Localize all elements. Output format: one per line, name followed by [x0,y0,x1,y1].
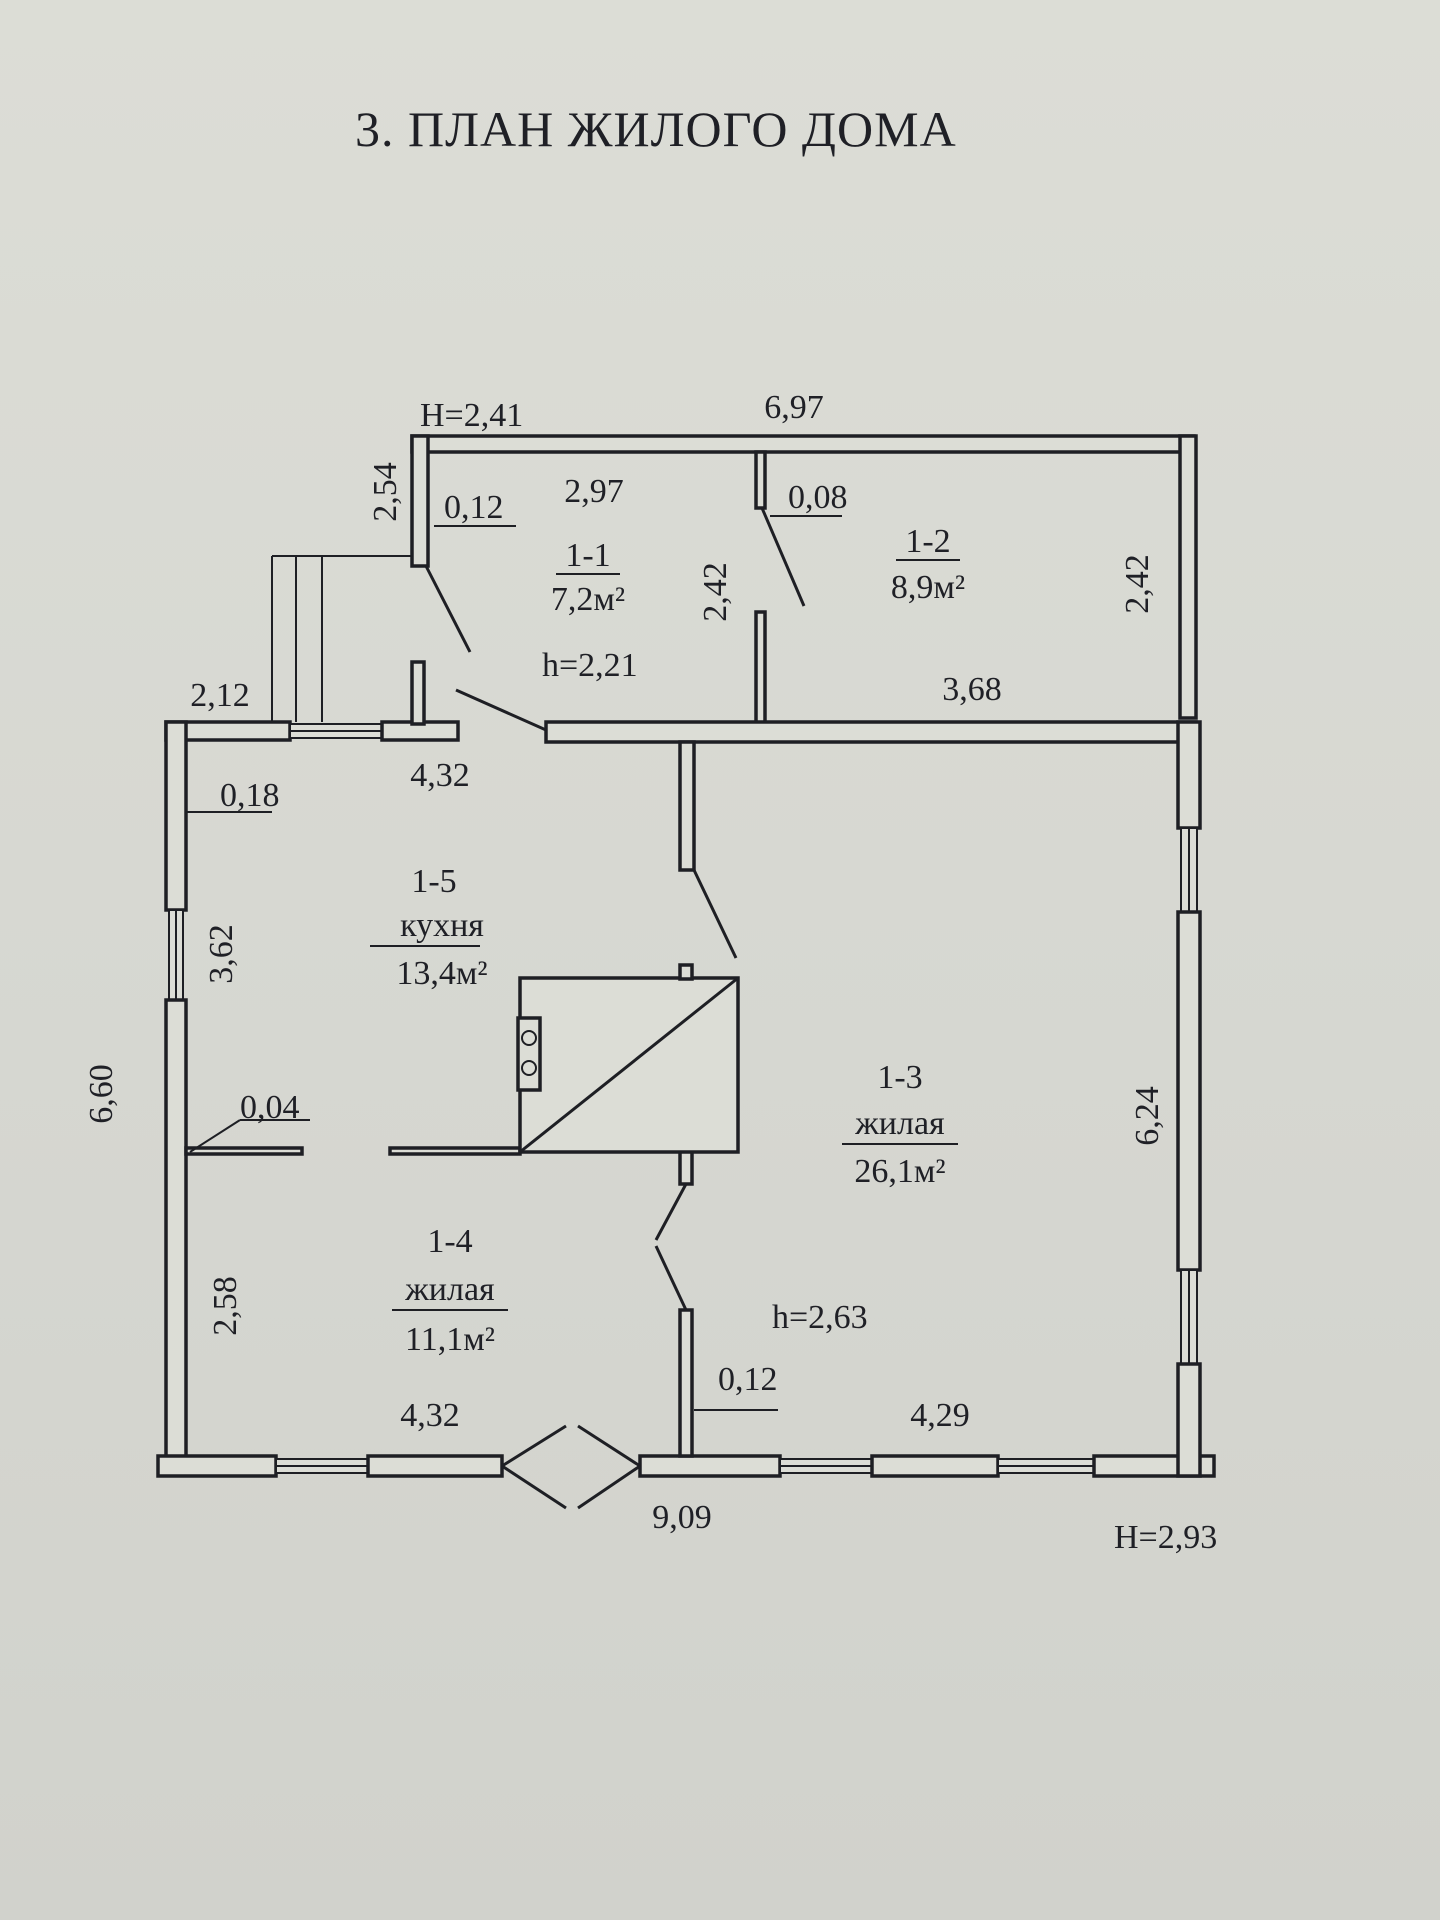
partition-15-13-upper [678,740,696,872]
room-number: 1-4 [427,1223,472,1260]
partition-14-13-mid [678,1148,694,1186]
dim-wall-0-18: 0,18 [220,777,280,814]
room-1-1-label: 1-1 7,2м² [551,537,625,618]
main-bottom-wall-4 [870,1454,1000,1478]
entrance-door-left-bottom [501,1464,567,1510]
ceiling-height-main: h=2,63 [772,1299,868,1336]
door-15-13 [692,869,738,959]
room-area: 8,9м² [891,569,965,606]
main-bottom-wall-1 [156,1454,278,1478]
main-right-wall-3 [1176,1362,1202,1478]
stove-hob [516,1016,542,1092]
burner-icon [521,1030,537,1046]
main-left-wall-2 [164,998,188,1476]
plan-title: 3. ПЛАН ЖИЛОГО ДОМА [355,101,957,157]
dim-room-14-depth: 2,58 [207,1276,244,1336]
dim-room-13-width: 4,29 [910,1397,970,1434]
main-bottom-wall-3 [638,1454,782,1478]
annex-top-wall [410,434,1196,454]
doors [424,507,806,1510]
room-1-2-label: 1-2 8,9м² [891,523,965,606]
room-area: 26,1м² [854,1153,945,1190]
dim-top-total: 6,97 [764,389,824,426]
door-14-13-b [654,1245,688,1311]
room-area: 11,1м² [405,1321,495,1358]
room-1-3-label: 1-3 жилая 26,1м² [842,1059,958,1190]
entrance-door-right-top [577,1424,641,1468]
kitchen-stub-wall [410,660,426,726]
height-marker-top: Н=2,41 [420,397,523,434]
main-right-wall-2 [1176,910,1202,1272]
partition-15-14-left [184,1146,304,1156]
dim-wall-0-12-lower: 0,12 [718,1361,778,1398]
stove-chimney [678,963,694,981]
dim-room-12-depth: 2,42 [1119,554,1156,614]
burner-icon [521,1060,537,1076]
room-type: жилая [854,1105,945,1142]
dim-room-13-depth: 6,24 [1129,1086,1166,1146]
room-1-4-label: 1-4 жилая 11,1м² [392,1223,508,1358]
main-walls [156,660,1216,1478]
door-11-12 [760,507,806,607]
dim-room-15-depth: 3,62 [203,924,240,984]
dim-wall-0-04: 0,04 [240,1089,300,1126]
room-number: 1-2 [905,523,950,560]
dim-room-11-depth: 2,42 [697,562,734,622]
dim-room-12-width: 3,68 [942,671,1002,708]
entrance-door-left-top [501,1424,567,1468]
main-right-wall-1 [1176,720,1202,830]
room-number: 1-5 [411,863,456,900]
partition-15-14-right [388,1146,522,1156]
room-area: 7,2м² [551,581,625,618]
entrance-door-right-bottom [577,1464,641,1510]
door-porch-11 [424,565,472,653]
dim-left-upper: 2,54 [367,462,404,522]
annex-left-wall [410,434,430,568]
annex-right-wall [1178,434,1198,720]
room-number: 1-1 [565,537,610,574]
dim-porch: 2,12 [190,677,250,714]
dim-overall-width: 9,09 [652,1499,712,1536]
stove [516,963,740,1154]
dim-room-15-width: 4,32 [410,757,470,794]
room-area: 13,4м² [396,955,487,992]
main-bottom-wall-2 [366,1454,504,1478]
main-top-wall-right [544,720,1198,744]
height-marker-bottom: Н=2,93 [1114,1519,1217,1556]
leaders [186,515,842,1411]
room-type: кухня [400,907,484,944]
dim-wall-0-08: 0,08 [788,479,848,516]
dim-wall-0-12: 0,12 [444,489,504,526]
porch-steps [271,555,412,722]
ceiling-height-front: h=2,21 [542,647,638,684]
partition-14-13-lower [678,1308,694,1458]
room-number: 1-3 [877,1059,922,1096]
room-type: жилая [404,1271,495,1308]
dim-overall-depth: 6,60 [83,1064,120,1124]
main-left-wall-1 [164,720,188,912]
room-1-5-label: 1-5 кухня 13,4м² [370,863,488,992]
dim-room-14-width: 4,32 [400,1397,460,1434]
partition-11-12-lower [754,610,767,726]
dim-room-11-width: 2,97 [564,473,624,510]
door-11-15 [455,688,547,732]
door-14-13-a [654,1183,688,1241]
partition-11-12-upper [754,450,767,510]
annex-walls [410,434,1198,726]
